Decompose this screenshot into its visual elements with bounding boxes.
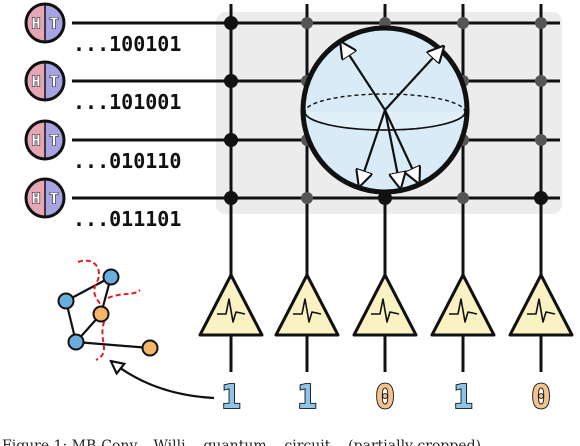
graph-edge (75, 340, 151, 350)
state-vectors (342, 44, 442, 186)
output-bit: 1 (297, 377, 317, 416)
node (457, 17, 469, 29)
coin-heads-label: H (31, 132, 40, 150)
coin-tails-label: T (49, 132, 58, 150)
vector-arrow (342, 44, 386, 111)
feedback-arrow (112, 362, 215, 400)
graph-node-blue (102, 268, 120, 286)
sphere-equator-front (304, 111, 466, 131)
node (301, 17, 313, 29)
node (534, 191, 548, 205)
vector-arrow (360, 109, 387, 184)
bitstring-label: ...100101 (73, 32, 181, 56)
amplifiers (198, 273, 574, 372)
coin-tails-label: T (49, 73, 58, 91)
amplifier (274, 273, 340, 337)
node (535, 17, 547, 29)
coin-tails-label: T (49, 190, 58, 208)
coin-heads-label: H (31, 190, 40, 208)
output-bit: 1 (221, 377, 241, 416)
amplifier (198, 273, 264, 337)
coin-heads-label: H (31, 15, 40, 33)
bitstrings: ...100101 ...101001 ...010110 ...011101 (73, 32, 181, 231)
vector-arrow (384, 109, 418, 181)
node (535, 75, 547, 87)
amplifier (508, 273, 574, 337)
coin-heads-label: H (31, 73, 40, 91)
caption-text: Figure 1: MB-Conv... Willi... quantum...… (2, 438, 481, 446)
vector-arrow (384, 48, 442, 111)
node (378, 191, 392, 205)
graph-node-orange (92, 305, 110, 323)
node (224, 16, 238, 30)
node (535, 134, 547, 146)
amplifier (352, 273, 418, 337)
graph-illustration (57, 259, 215, 400)
output-bit: 0 (375, 377, 395, 416)
graph-node-blue (57, 292, 75, 310)
coin-tails-label: T (49, 15, 58, 33)
output-bits: 1 1 0 1 0 (220, 376, 552, 417)
bitstring-label: ...010110 (73, 149, 181, 173)
node (301, 192, 313, 204)
node (224, 74, 238, 88)
graph-node-blue (67, 333, 85, 351)
output-bit: 1 (453, 377, 473, 416)
amplifier (430, 273, 496, 337)
bitstring-label: ...011101 (73, 207, 181, 231)
node (224, 191, 238, 205)
node (457, 192, 469, 204)
bloch-sphere (300, 25, 470, 195)
node (224, 133, 238, 147)
output-bit: 0 (531, 377, 551, 416)
graph-cut-line (77, 259, 107, 361)
graph-node-orange (141, 339, 159, 357)
graph-cut-line-2 (107, 289, 141, 299)
vector-arrow (383, 109, 400, 186)
bitstring-label: ...101001 (73, 90, 181, 114)
